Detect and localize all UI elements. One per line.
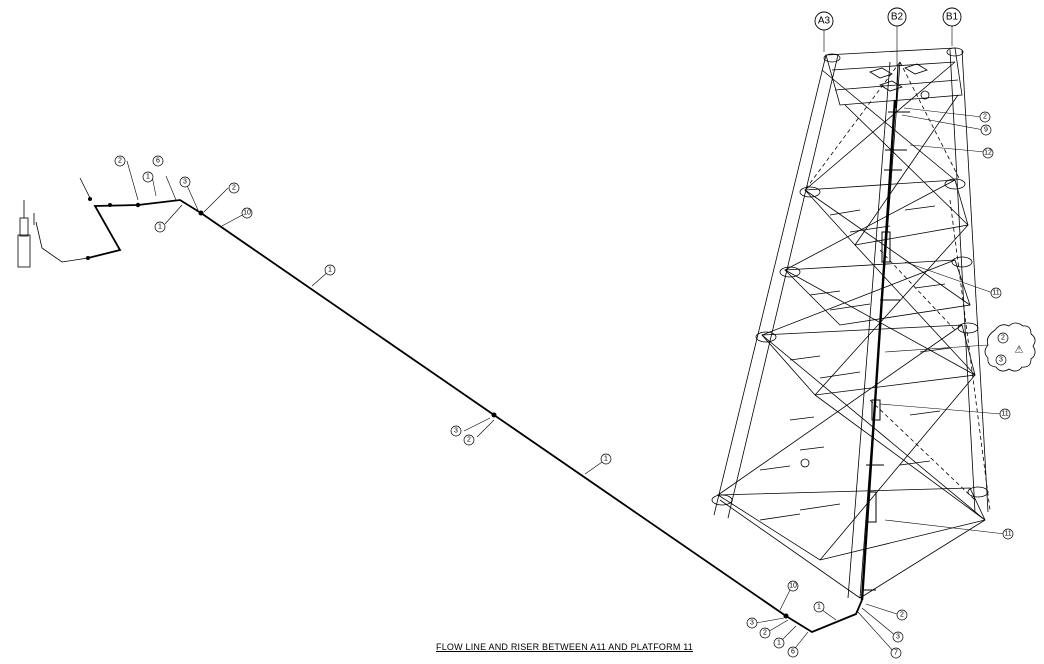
callout-number: 9 — [984, 127, 988, 134]
grid-marker-b2: B2 — [887, 7, 907, 27]
callout-number: 3 — [454, 428, 458, 435]
callout-bubble: 3 — [995, 354, 1007, 366]
callout-number: 2 — [232, 185, 236, 192]
revision-triangle-icon: ⚠ — [1015, 345, 1024, 356]
callout-number: 11 — [1001, 411, 1008, 418]
callout-bubble: 2 — [463, 434, 475, 446]
callout-bubble: 12 — [982, 147, 994, 159]
callout-bubble: 11 — [999, 408, 1011, 420]
callout-number: 3 — [183, 179, 187, 186]
callout-bubble: 1 — [324, 264, 336, 276]
grid-marker-b1-label: B1 — [946, 12, 959, 23]
callout-bubble: 7 — [890, 647, 902, 659]
callout-bubble: 9 — [980, 124, 992, 136]
callout-number: 6 — [156, 158, 160, 165]
riser-pipe — [860, 64, 910, 601]
callout-number: 1 — [328, 267, 332, 274]
platform-jacket — [711, 47, 991, 599]
callout-number: 1 — [777, 640, 781, 647]
grid-marker-b2-label: B2 — [891, 12, 904, 23]
callout-number: 11 — [992, 290, 999, 297]
callout-bubble: 6 — [152, 155, 164, 167]
callout-bubble: 6 — [787, 646, 799, 658]
revision-cloud — [984, 322, 1036, 372]
callout-number: 2 — [763, 630, 767, 637]
callout-bubble: 3 — [892, 631, 904, 643]
callout-number: 11 — [1004, 531, 1011, 538]
callout-number: 1 — [158, 224, 162, 231]
callout-leaders — [126, 26, 1006, 653]
callout-bubble: 10 — [241, 207, 253, 219]
callout-bubble: 10 — [787, 580, 799, 592]
callout-bubble: 2 — [759, 627, 771, 639]
callout-bubble: 2 — [228, 182, 240, 194]
callout-bubble: 2 — [114, 155, 126, 167]
callout-bubble: 1 — [773, 637, 785, 649]
grid-markers: A3 B2 B1 — [814, 7, 962, 31]
callout-number: 3 — [999, 357, 1003, 364]
callout-number: 7 — [894, 650, 898, 657]
grid-marker-a3-label: A3 — [818, 16, 831, 27]
callout-bubble: 3 — [179, 176, 191, 188]
callout-number: 2 — [900, 612, 904, 619]
callout-bubble: 2 — [979, 111, 991, 123]
callout-number: 1 — [604, 456, 608, 463]
callout-number: 10 — [789, 583, 797, 590]
callout-bubble: 1 — [154, 221, 166, 233]
grid-marker-b1: B1 — [942, 7, 962, 27]
callout-number: 6 — [791, 649, 795, 656]
callout-number: 1 — [817, 604, 821, 611]
callout-number: 10 — [243, 210, 251, 217]
callout-number: 2 — [1001, 335, 1005, 342]
drawing-title: FLOW LINE AND RISER BETWEEN A11 AND PLAT… — [436, 642, 693, 652]
callout-bubble: 2 — [896, 609, 908, 621]
callout-bubbles: 2 6 1 3 2 1 10 1 3 2 1 10 1 3 2 1 6 2 3 7 2 9 12 11 2 3 11 11 — [114, 111, 1014, 659]
callout-bubble: 1 — [813, 601, 825, 613]
callout-number: 3 — [896, 634, 900, 641]
callout-bubble: 1 — [600, 453, 612, 465]
callout-bubble: 3 — [746, 617, 758, 629]
callout-bubble: 3 — [450, 425, 462, 437]
callout-number: 3 — [750, 620, 754, 627]
callout-number: 12 — [984, 150, 992, 157]
callout-bubble: 11 — [1002, 528, 1014, 540]
callout-bubble: 11 — [990, 287, 1002, 299]
callout-number: 2 — [983, 114, 987, 121]
callout-number: 2 — [467, 437, 471, 444]
callout-number: 1 — [146, 174, 150, 181]
callout-bubble: 1 — [142, 171, 154, 183]
callout-bubble: 2 — [997, 332, 1009, 344]
callout-number: 2 — [118, 158, 122, 165]
grid-marker-a3: A3 — [814, 11, 834, 31]
flow-line — [17, 177, 863, 634]
